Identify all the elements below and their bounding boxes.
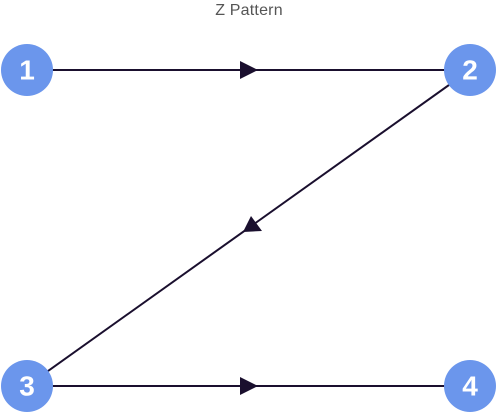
node-4: 4 <box>444 360 496 412</box>
node-1: 1 <box>1 44 53 96</box>
node-1-circle <box>1 44 53 96</box>
edges <box>26 61 471 395</box>
arrow-head-3-to-4 <box>240 377 258 395</box>
node-3-label: 3 <box>19 371 35 402</box>
node-4-label: 4 <box>462 371 478 402</box>
node-2-circle <box>444 44 496 96</box>
node-3: 3 <box>1 360 53 412</box>
node-2: 2 <box>444 44 496 96</box>
arrow-head-1-to-2 <box>240 61 258 79</box>
node-3-circle <box>1 360 53 412</box>
arrow-head-2-to-3 <box>243 216 262 232</box>
node-1-label: 1 <box>19 55 35 86</box>
node-4-circle <box>444 360 496 412</box>
diagram-title: Z Pattern <box>215 2 283 19</box>
node-2-label: 2 <box>462 55 478 86</box>
